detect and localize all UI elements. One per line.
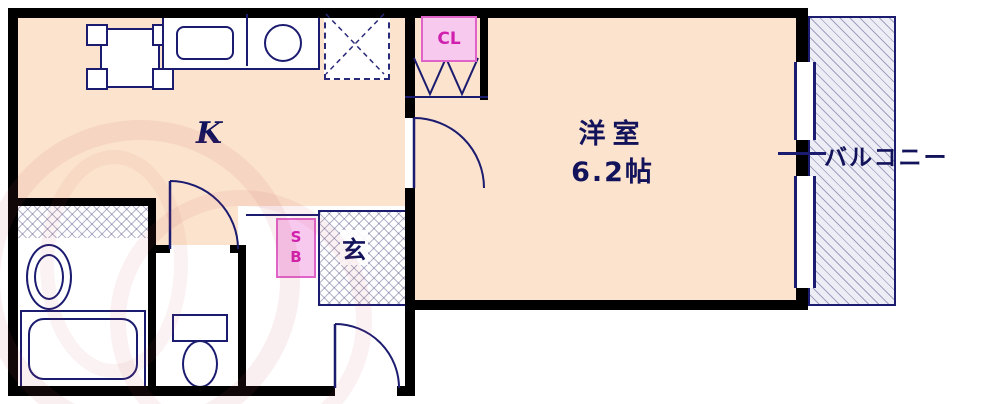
balcony-label: バルコニー bbox=[824, 145, 949, 171]
wall-toilet-entrance bbox=[238, 245, 246, 396]
toilet-tank bbox=[172, 314, 228, 342]
toilet-bowl bbox=[182, 340, 218, 388]
counter-divider bbox=[246, 14, 248, 66]
wall-closet-right bbox=[480, 8, 488, 100]
opening-toilet bbox=[170, 245, 230, 253]
chair bbox=[152, 68, 174, 90]
kitchen-label: K bbox=[196, 116, 223, 151]
dining-table bbox=[100, 28, 160, 88]
wall-bath-top bbox=[8, 198, 156, 206]
wall-bottom-left bbox=[8, 386, 335, 396]
opening-front-door bbox=[335, 386, 397, 396]
wall-toilet-top-left bbox=[148, 245, 170, 253]
main-room-name: 洋室 bbox=[578, 119, 647, 150]
bathtub-inner bbox=[28, 318, 138, 380]
kitchen-sink bbox=[176, 26, 234, 60]
entrance-label: 玄 bbox=[340, 230, 368, 265]
entrance-tile-floor bbox=[318, 210, 410, 306]
chair bbox=[86, 24, 108, 46]
wall-kitchen-main-lower bbox=[405, 188, 415, 396]
closet-front-line bbox=[405, 96, 488, 98]
shoebox-label-box: SB bbox=[276, 218, 316, 278]
wash-basin-bowl bbox=[34, 254, 64, 300]
main-room-size: 6.2帖 bbox=[571, 157, 654, 188]
window-balcony-lower bbox=[794, 176, 816, 288]
window-balcony-upper bbox=[794, 62, 816, 140]
entrance-step-line bbox=[246, 214, 320, 216]
wall-main-bottom bbox=[405, 300, 808, 310]
balcony-leader-line bbox=[778, 152, 826, 155]
bathroom-tile-strip bbox=[16, 206, 148, 238]
wall-bath-toilet bbox=[148, 198, 156, 396]
wall-kitchen-main-upper bbox=[405, 8, 415, 118]
stove-burner bbox=[264, 24, 302, 62]
refrigerator-space bbox=[324, 12, 390, 80]
balcony-area bbox=[808, 16, 896, 306]
opening-kitchen-main bbox=[405, 118, 415, 188]
closet-label-box: CL bbox=[421, 16, 477, 62]
chair bbox=[86, 68, 108, 90]
wall-bottom-stub bbox=[397, 386, 410, 396]
